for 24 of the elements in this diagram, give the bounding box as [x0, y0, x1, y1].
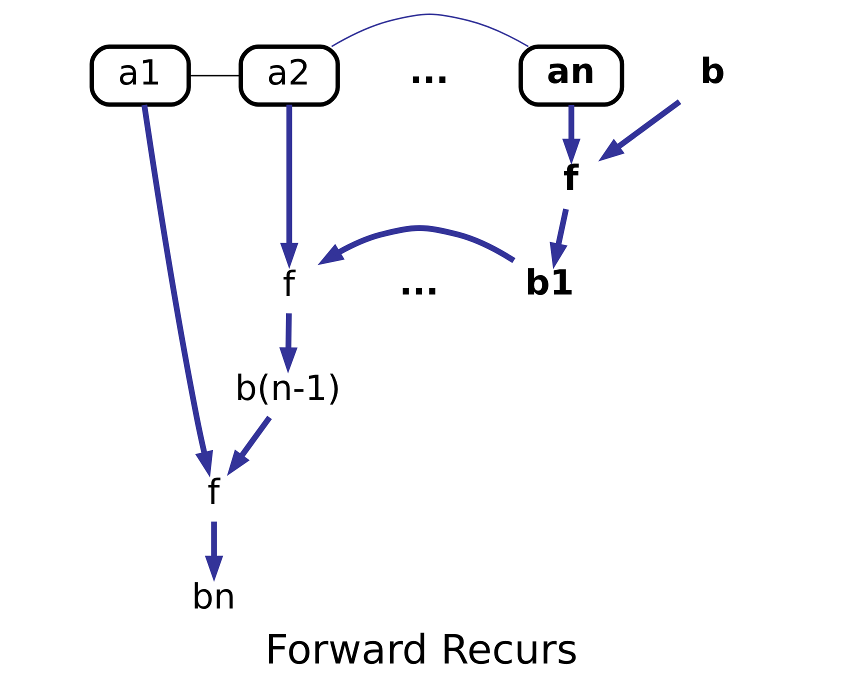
- arrow: [204, 522, 223, 582]
- arrow: [549, 208, 568, 270]
- connector: [330, 14, 528, 48]
- arrow: [140, 104, 213, 478]
- node-text: f: [562, 159, 578, 200]
- arrow: [278, 313, 298, 374]
- node-text: f: [282, 264, 294, 305]
- arrow: [226, 416, 272, 476]
- arrow: [317, 225, 515, 266]
- caption: Forward Recurs: [264, 626, 578, 674]
- node-text: bn: [191, 577, 236, 618]
- node-text: b(n-1): [234, 368, 340, 409]
- node-text: f: [207, 473, 220, 514]
- node-box: an: [518, 44, 624, 107]
- node-text: b: [700, 52, 724, 92]
- arrow: [598, 99, 681, 162]
- label: ...: [408, 52, 448, 92]
- arrow: [562, 104, 580, 165]
- label: ...: [398, 263, 438, 304]
- connector: [188, 74, 240, 76]
- node-box: a1: [89, 44, 190, 107]
- node-box: a2: [238, 44, 340, 107]
- node-text: b1: [524, 263, 574, 304]
- arrow: [280, 104, 298, 269]
